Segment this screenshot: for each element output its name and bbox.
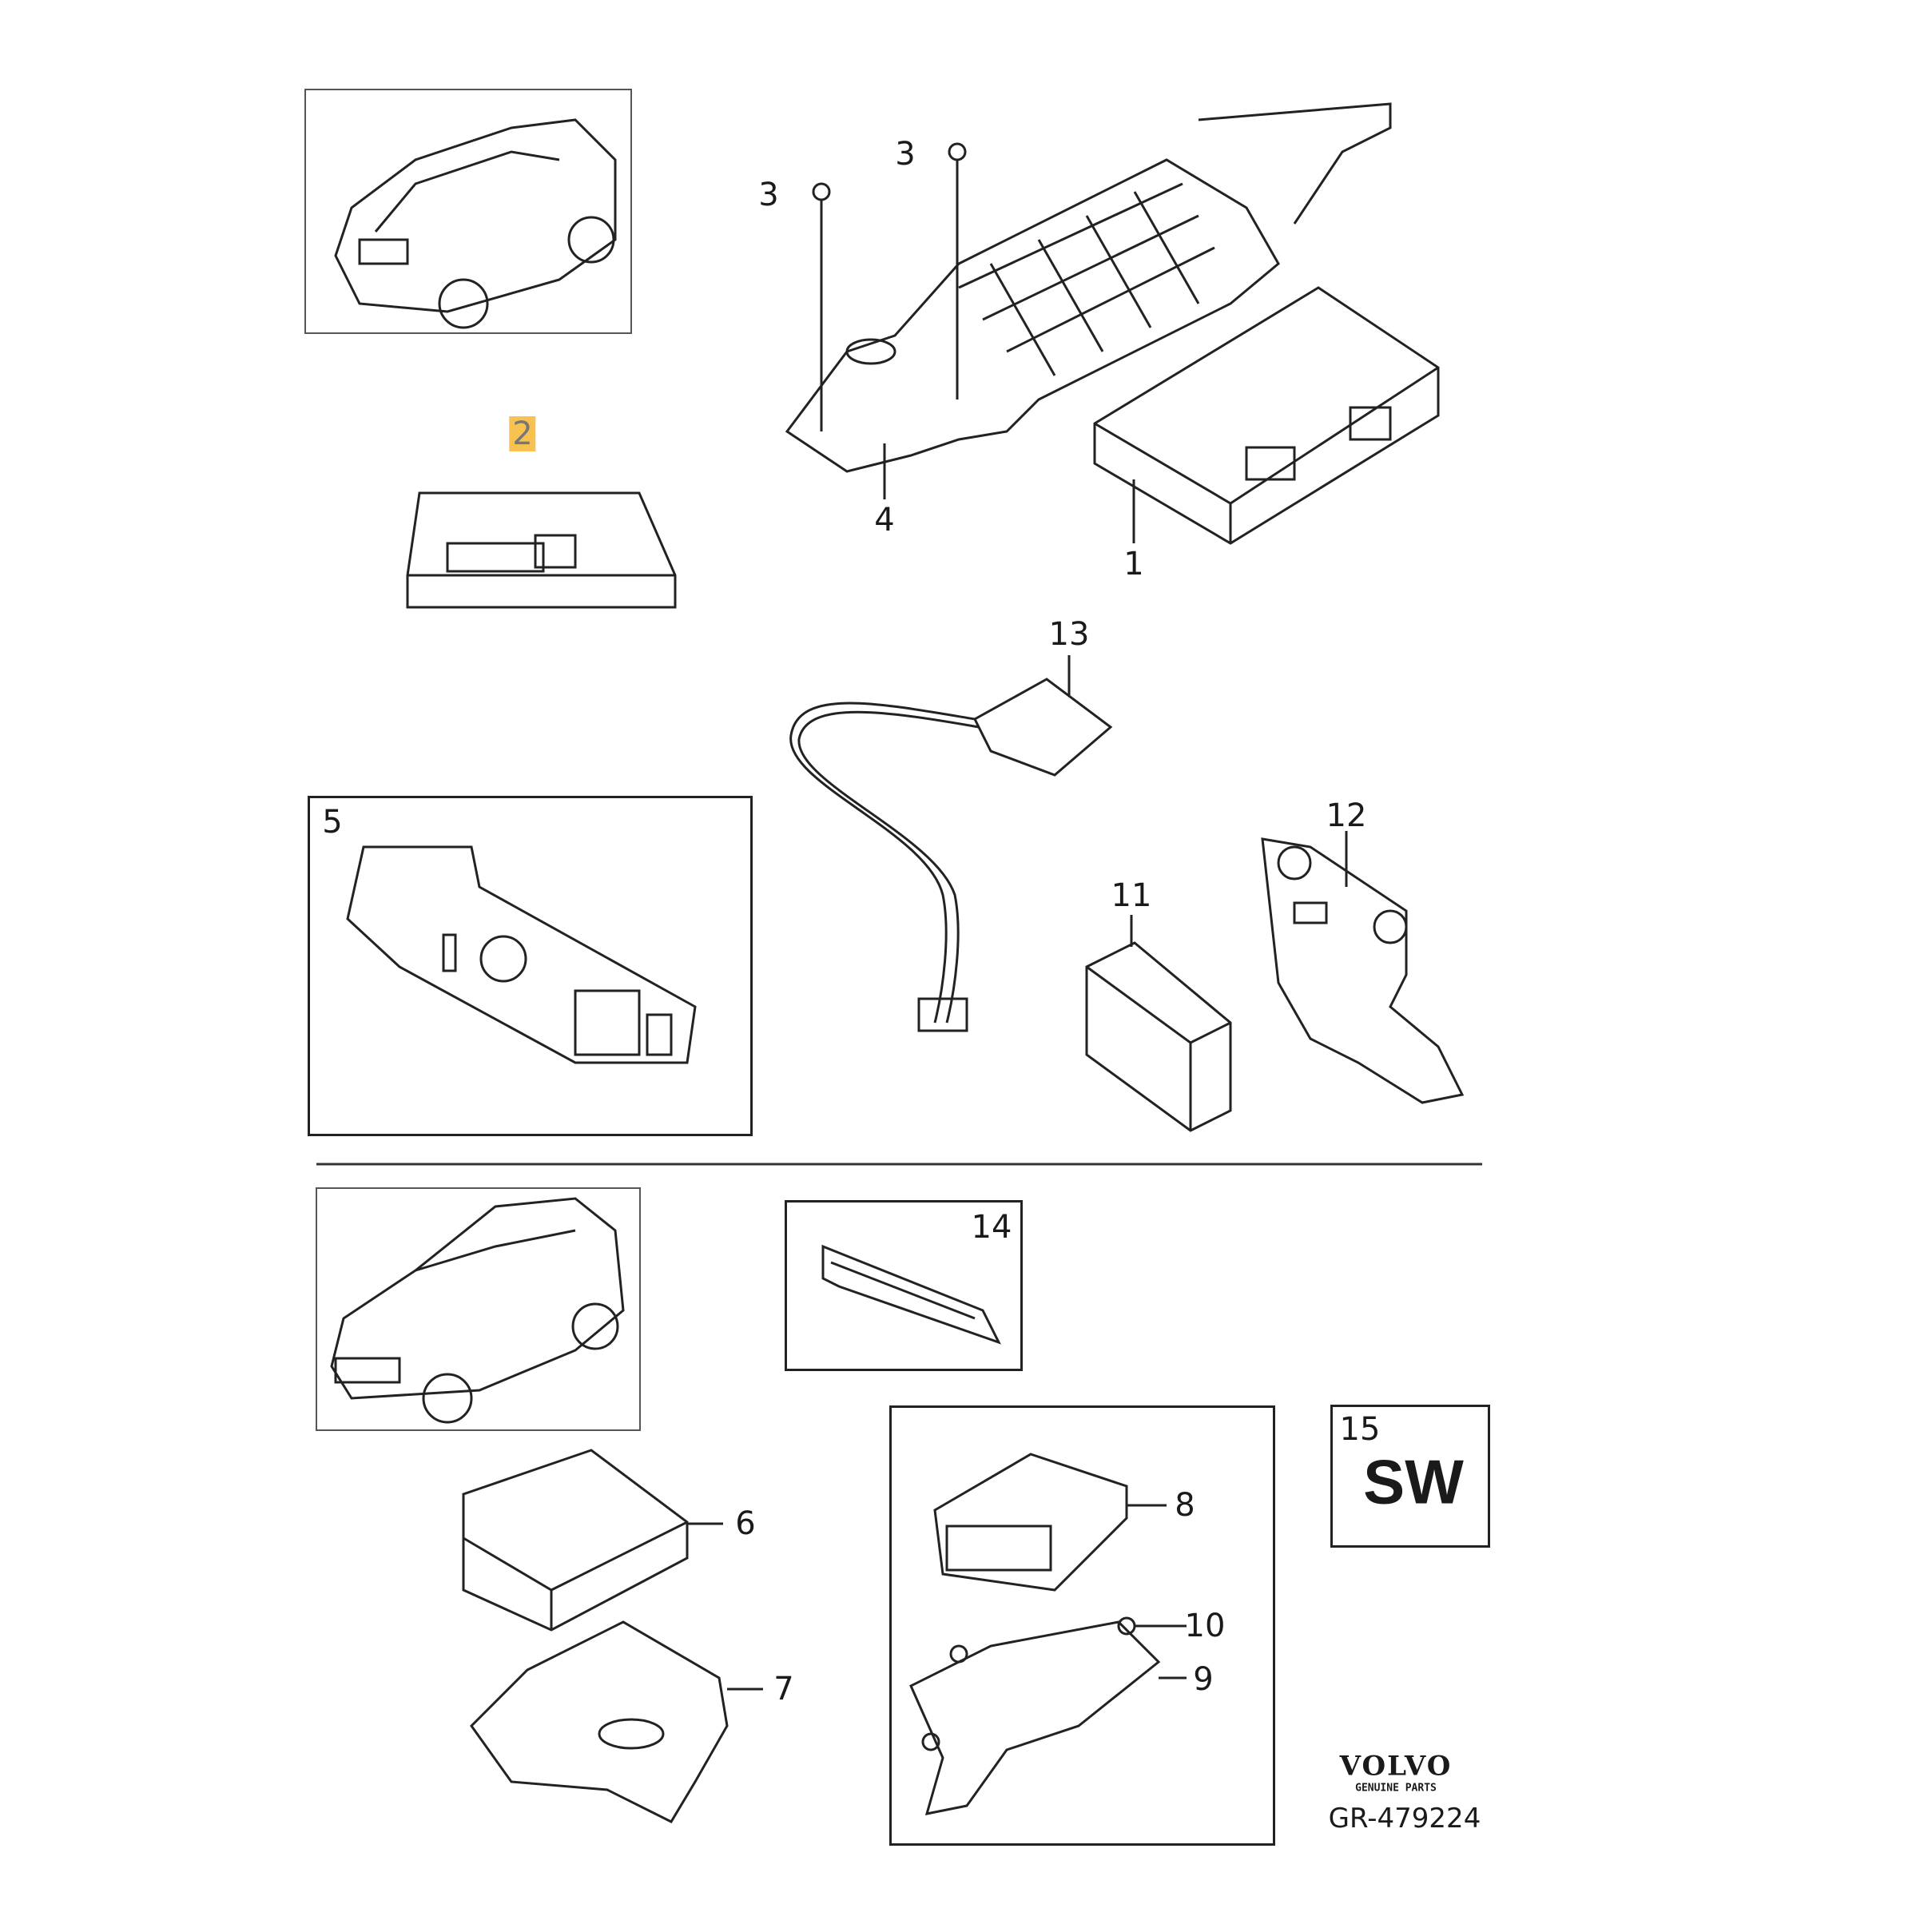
logo-brand: VOLVO xyxy=(1339,1750,1453,1783)
module-8-illustration xyxy=(933,1453,1167,1592)
logo-subtitle: GENUINE PARTS xyxy=(1355,1782,1437,1795)
part-5-frame xyxy=(308,796,753,1136)
callout-13[interactable]: 13 xyxy=(1048,616,1090,653)
callout-7[interactable]: 7 xyxy=(773,1671,794,1707)
callout-6[interactable]: 6 xyxy=(735,1505,756,1542)
cover-part-illustration xyxy=(821,1244,1001,1345)
vehicle-front-view-frame xyxy=(316,1187,641,1431)
vehicle-rear-view-frame xyxy=(304,89,632,334)
callout-10[interactable]: 10 xyxy=(1184,1608,1226,1644)
callout-11[interactable]: 11 xyxy=(1111,877,1152,914)
module-cover-illustration xyxy=(462,1449,723,1632)
callout-3a[interactable]: 3 xyxy=(758,177,779,213)
module-unit-illustration xyxy=(1085,915,1232,1132)
vehicle-rear-view-illustration xyxy=(334,118,617,329)
bracket-9-illustration xyxy=(909,1616,1187,1815)
callout-5[interactable]: 5 xyxy=(322,804,343,841)
callout-12[interactable]: 12 xyxy=(1326,797,1367,834)
module-tray-illustration xyxy=(406,491,677,609)
parts-8-10-frame xyxy=(889,1405,1275,1846)
callout-1[interactable]: 1 xyxy=(1123,546,1144,582)
callout-2[interactable]: 2 xyxy=(509,416,536,451)
callout-8[interactable]: 8 xyxy=(1175,1487,1195,1524)
drawing-number: GR-479224 xyxy=(1328,1803,1481,1835)
callout-15[interactable]: 15 xyxy=(1339,1411,1381,1448)
part-14-frame xyxy=(785,1200,1023,1371)
control-module-illustration xyxy=(1093,286,1440,545)
volvo-genuine-parts-logo: VOLVO GENUINE PARTS xyxy=(1340,1751,1453,1795)
module-holder-illustration xyxy=(470,1620,763,1823)
callout-14[interactable]: 14 xyxy=(971,1209,1012,1246)
mounting-plate-illustration xyxy=(1261,831,1465,1104)
callout-4[interactable]: 4 xyxy=(874,502,895,539)
callout-9[interactable]: 9 xyxy=(1193,1661,1214,1698)
panel-bracket-illustration xyxy=(346,845,697,1064)
bracket-illustration xyxy=(785,102,1392,499)
wiring-harness-illustration xyxy=(789,655,1113,1032)
part-15-frame xyxy=(1330,1405,1490,1548)
callout-3b[interactable]: 3 xyxy=(895,136,916,173)
software-label: SW xyxy=(1363,1446,1464,1517)
vehicle-front-view-illustration xyxy=(330,1197,625,1424)
